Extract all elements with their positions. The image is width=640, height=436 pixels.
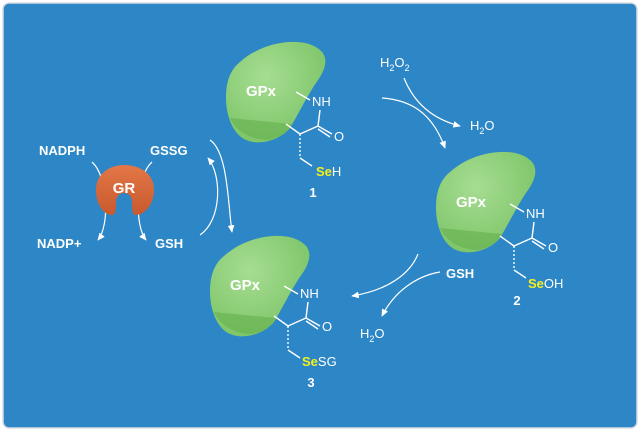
se-group-2: SeOH <box>528 276 563 291</box>
bond-3g <box>287 349 301 359</box>
bond-1d <box>299 125 319 135</box>
cycle-left-down-arrow <box>209 139 235 233</box>
bond-3e <box>273 315 289 327</box>
reduction-arrow <box>351 253 419 299</box>
structure-1: GPx NH O SeH 1 <box>226 41 344 200</box>
bond-1c2 <box>317 128 331 138</box>
bond-1c <box>317 125 333 135</box>
gpx-shadow-2 <box>440 228 502 250</box>
nadph-label: NADPH <box>39 143 85 158</box>
cycle-left-up-arrow <box>199 157 219 236</box>
bond-1a <box>295 91 311 101</box>
bond-3b <box>305 301 309 319</box>
bond-2g <box>513 269 527 279</box>
gr-enzyme-shape <box>96 165 154 215</box>
bond-3c <box>305 317 321 327</box>
bond-2c <box>531 237 547 247</box>
structure-3: GPx NH O SeSG 3 <box>210 235 337 390</box>
gpx-shadow-3 <box>214 312 276 334</box>
bond-3a <box>283 285 299 295</box>
bond-1e <box>285 123 301 135</box>
gpx-enzyme-2 <box>436 151 536 253</box>
compound-number-2: 2 <box>513 293 520 308</box>
bond-2d <box>513 237 533 247</box>
gpx-label-3: GPx <box>230 277 261 294</box>
gpx-enzyme-1 <box>226 41 326 143</box>
gr-enzyme-group: NADPH GSSG NADP+ GSH GR <box>37 143 188 251</box>
bond-3c2 <box>305 320 319 330</box>
bond-2b <box>531 221 535 239</box>
compound-number-1: 1 <box>309 185 316 200</box>
gpx-shadow-1 <box>230 118 292 140</box>
o-label-3: O <box>322 319 332 334</box>
bond-1b <box>317 109 321 127</box>
gsh-to-h2o-arrow <box>381 271 441 317</box>
gpx-label-2: GPx <box>456 194 487 211</box>
nh-label-2: NH <box>526 206 545 221</box>
bond-2a <box>509 203 525 213</box>
h2o2-label: H2O2 <box>380 55 410 73</box>
nh-label-1: NH <box>312 94 331 109</box>
bond-2e <box>499 235 515 247</box>
gpx-enzyme-3 <box>210 235 310 337</box>
compound-number-3: 3 <box>307 375 314 390</box>
o-label-2: O <box>548 240 558 255</box>
se-group-1: SeH <box>316 164 341 179</box>
background-panel <box>2 2 638 429</box>
se-group-3: SeSG <box>302 354 337 369</box>
gssg-label: GSSG <box>150 143 188 158</box>
h2o2-to-h2o-arrow <box>403 77 461 128</box>
h2o-bottom-label: H2O <box>360 326 385 344</box>
gr-label: GR <box>113 180 136 197</box>
gsh-left-label: GSH <box>155 236 183 251</box>
bond-3d <box>287 317 307 327</box>
structure-2: GPx NH O SeOH 2 <box>436 151 563 308</box>
h2o-top-label: H2O <box>470 118 495 136</box>
oxidation-arrow <box>381 97 446 149</box>
o-label-1: O <box>334 129 344 144</box>
bond-2c2 <box>531 240 545 250</box>
gsh-right-label: GSH <box>446 266 474 281</box>
gpx-label-1: GPx <box>246 83 277 100</box>
bond-1g <box>299 157 313 167</box>
nh-label-3: NH <box>300 286 319 301</box>
nadp-label: NADP+ <box>37 236 82 251</box>
